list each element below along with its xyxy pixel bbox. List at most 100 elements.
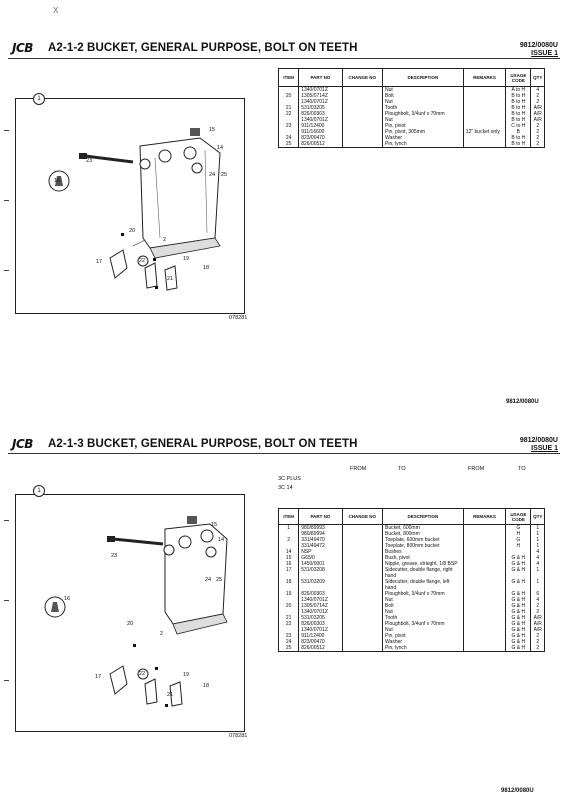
table-cell: C to H <box>505 123 532 129</box>
table-cell: 25 <box>277 645 300 652</box>
table-cell <box>462 555 507 561</box>
margin-mark <box>4 130 9 131</box>
table-cell: G & H <box>505 579 532 591</box>
section2-title: A2-1-3 BUCKET, GENERAL PURPOSE, BOLT ON … <box>48 438 358 450</box>
table-cell: 1340/0701Z <box>298 117 343 123</box>
section2-callout-15: 15 <box>211 522 218 528</box>
table-cell: B to H <box>505 93 532 99</box>
table-cell: B to H <box>505 105 532 111</box>
section2-diagram-frame <box>15 494 245 732</box>
section1-title: A2-1-2 BUCKET, GENERAL PURPOSE, BOLT ON … <box>48 42 358 54</box>
table-cell <box>341 86 384 93</box>
table-cell: 823/00470 <box>298 135 343 141</box>
table-cell: NSP <box>298 549 343 555</box>
table-cell <box>462 645 507 652</box>
table-cell: Sidecutter, double flange, left hand <box>382 579 464 591</box>
from-label-1: FROM <box>350 466 367 472</box>
table-cell: G & H <box>505 615 532 621</box>
table-cell: 911/12400 <box>298 123 343 129</box>
table-cell <box>341 561 384 567</box>
table-cell <box>462 549 507 555</box>
table-cell: 531/03205 <box>298 615 343 621</box>
col-header-description: DESCRIPTION <box>382 508 464 525</box>
table-cell: 1 <box>530 531 545 537</box>
section2-parts-table: ITEM PART NO CHANGE NO DESCRIPTION REMAR… <box>277 508 545 652</box>
table-cell: H <box>505 531 532 537</box>
table-cell: G & H <box>505 591 532 597</box>
table-cell <box>462 615 507 621</box>
table-cell: G & H <box>505 603 532 609</box>
table-cell <box>341 531 384 537</box>
table-cell: 4 <box>530 86 545 93</box>
table-cell: 980/89994 <box>298 531 343 537</box>
section2-callout-14: 14 <box>218 537 225 543</box>
table-cell <box>341 123 384 129</box>
table-cell: Pin, lynch <box>382 645 464 652</box>
section2-header-rule <box>8 453 560 454</box>
table-cell: B to H <box>505 135 532 141</box>
section1-figure-code: 078281 <box>229 315 248 321</box>
table-cell <box>462 93 507 99</box>
section2-doc-number: 9812/0080U <box>519 437 558 444</box>
table-cell: 4 <box>530 561 545 567</box>
section1-callout-17: 17 <box>96 259 103 265</box>
table-cell: B to H <box>505 141 532 148</box>
table-cell: A/R <box>530 627 545 633</box>
table-cell: 12" bucket only <box>462 129 507 135</box>
table-cell: Sidecutter, double flange, right hand <box>382 567 464 579</box>
table-cell <box>462 597 507 603</box>
table-cell <box>462 639 507 645</box>
table-cell: A/R <box>530 117 545 123</box>
table-cell <box>341 603 384 609</box>
table-cell: A/R <box>530 621 545 627</box>
margin-mark <box>4 270 9 271</box>
section2-callout-21: 21 <box>167 692 174 698</box>
table-cell: 1450/0001 <box>298 561 343 567</box>
table-cell: H <box>505 543 532 549</box>
table-cell: G & H <box>505 561 532 567</box>
table-cell <box>462 621 507 627</box>
section1-callout-19: 19 <box>183 256 190 262</box>
table-cell: 980/89993 <box>298 524 343 531</box>
table-cell: 2 <box>530 633 545 639</box>
table-cell: 1340/0701Z <box>298 86 343 93</box>
table-cell: 18 <box>277 579 300 591</box>
table-cell: 4 <box>530 549 545 555</box>
table-cell: A/R <box>530 105 545 111</box>
table-cell <box>462 609 507 615</box>
table-cell <box>341 627 384 633</box>
section1-callout-22: 22 <box>139 258 146 264</box>
table-cell: 1 <box>530 567 545 579</box>
col-header-qty: QTY <box>530 508 545 525</box>
table-cell <box>341 99 384 105</box>
table-cell <box>341 549 384 555</box>
table-cell: B <box>505 129 532 135</box>
table-cell <box>341 537 384 543</box>
col-header-part-no: PART NO <box>298 68 343 87</box>
table-cell <box>341 615 384 621</box>
table-cell: 1305/0714Z <box>298 93 343 99</box>
section1-callout-15: 15 <box>209 127 216 133</box>
table-cell <box>341 633 384 639</box>
section2-issue: ISSUE 1 <box>531 445 558 452</box>
col-header-item: ITEM <box>277 508 300 525</box>
section2-callout-2: 2 <box>160 631 164 637</box>
table-cell: 4 <box>530 555 545 561</box>
table-cell: 826/00512 <box>298 645 343 652</box>
margin-mark <box>4 680 9 681</box>
variant-3c-plus: 3C PLUS <box>278 476 301 482</box>
col-header-usage-code: USAGE CODE <box>505 68 532 87</box>
table-cell <box>341 567 384 579</box>
section2-callout-20: 20 <box>127 621 134 627</box>
section2-callout-17: 17 <box>95 674 102 680</box>
